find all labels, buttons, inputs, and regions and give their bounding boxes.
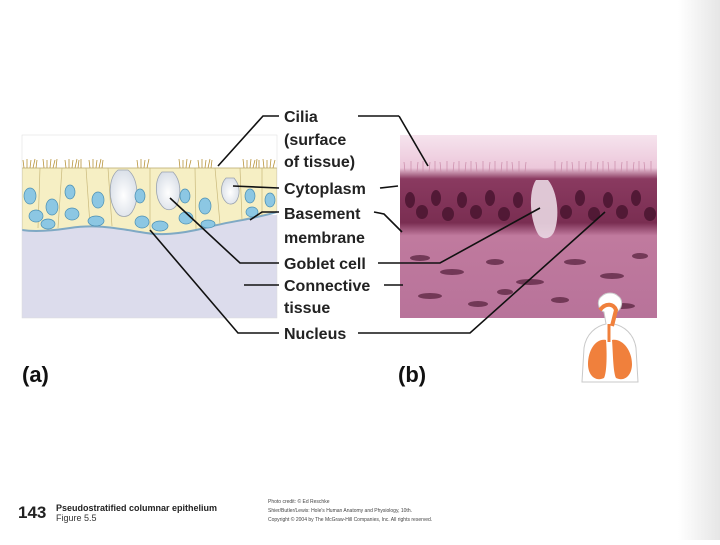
leader-lines — [149, 115, 606, 334]
footer-page-number: 143 — [18, 503, 46, 522]
label-basement-line2: membrane — [284, 230, 365, 247]
label-nucleus: Nucleus — [284, 326, 346, 343]
drawing-cilia — [22, 158, 276, 169]
drawing-panel-a — [22, 135, 277, 318]
panel-label-b: (b) — [398, 362, 426, 387]
micrograph-cilia — [403, 161, 652, 173]
footer-credit-line1: Photo credit: © Ed Reschke — [268, 498, 330, 505]
footer-figure-number: Figure 5.5 — [56, 513, 97, 523]
drawing-basement-membrane — [22, 211, 277, 236]
micrograph-goblet-cell — [530, 180, 558, 239]
label-cilia-line2: (surface — [284, 132, 346, 149]
page-edge-shadow — [678, 0, 720, 540]
label-cilia-line3: of tissue) — [284, 154, 355, 171]
label-cytoplasm: Cytoplasm — [284, 181, 366, 198]
label-connective-line1: Connective — [284, 278, 370, 295]
drawing-goblet-cell — [155, 171, 181, 211]
footer-credit-line2: Shier/Butler/Lewis: Hole's Human Anatomy… — [268, 508, 412, 514]
micrograph-nuclei — [405, 190, 656, 221]
footer-credit-line3: Copyright © 2004 by The McGraw-Hill Comp… — [268, 516, 432, 523]
label-basement-line1: Basement — [284, 206, 361, 223]
panel-label-a: (a) — [22, 362, 49, 387]
drawing-goblet-cell — [221, 177, 240, 205]
label-goblet-cell: Goblet cell — [284, 256, 366, 273]
drawing-goblet-cell — [109, 169, 138, 217]
micrograph-panel-b — [400, 135, 657, 318]
label-cilia-line1: Cilia — [284, 109, 318, 126]
lung-icon — [581, 292, 639, 383]
footer-figure-title: Pseudostratified columnar epithelium — [56, 503, 217, 513]
drawing-nuclei — [23, 184, 276, 232]
label-connective-line2: tissue — [284, 300, 330, 317]
